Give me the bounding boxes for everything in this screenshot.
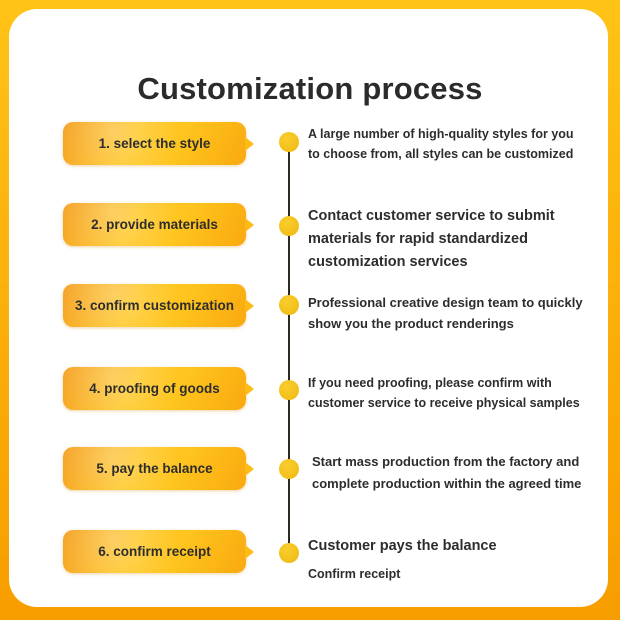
step-button-2: 2. provide materials (63, 203, 254, 246)
step-description-line: Customer pays the balance (308, 538, 497, 554)
step-description-line: complete production within the agreed ti… (312, 476, 582, 491)
step-button-3: 3. confirm customization (63, 284, 254, 327)
step-description-1: A large number of high-quality styles fo… (308, 124, 574, 164)
step-description-2: Contact customer service to submit mater… (308, 205, 555, 274)
timeline-dot (279, 459, 299, 479)
timeline-dot (279, 216, 299, 236)
step-description-subline: Confirm receipt (308, 567, 401, 581)
pointer-icon (245, 544, 254, 559)
pointer-icon (245, 298, 254, 313)
step-description-5: Start mass production from the factory a… (312, 451, 581, 495)
timeline-dot (279, 380, 299, 400)
step-description-line: customer service to receive physical sam… (308, 396, 580, 410)
step-label: 2. provide materials (91, 217, 218, 232)
step-description-6: Customer pays the balance Confirm receip… (308, 535, 497, 585)
pointer-icon (245, 217, 254, 232)
step-description-line: Start mass production from the factory a… (312, 454, 580, 469)
step-label: 4. proofing of goods (89, 381, 220, 396)
step-button-5: 5. pay the balance (63, 447, 254, 490)
step-description-4: If you need proofing, please confirm wit… (308, 373, 580, 413)
timeline-dot (279, 295, 299, 315)
step-button-4: 4. proofing of goods (63, 367, 254, 410)
page-title: Customization process (137, 70, 483, 106)
step-description-line: A large number of high-quality styles fo… (308, 127, 574, 141)
step-description-line: to choose from, all styles can be custom… (308, 147, 574, 161)
step-description-line: If you need proofing, please confirm wit… (308, 376, 552, 390)
step-description-3: Professional creative design team to qui… (308, 292, 583, 334)
step-label: 6. confirm receipt (98, 544, 211, 559)
timeline-dot (279, 132, 299, 152)
step-button-1: 1. select the style (63, 122, 254, 165)
step-description-line: show you the product renderings (308, 316, 514, 331)
pointer-icon (245, 136, 254, 151)
step-button-6: 6. confirm receipt (63, 530, 254, 573)
timeline-line (288, 142, 290, 553)
step-description-line: Professional creative design team to qui… (308, 295, 583, 310)
step-label: 5. pay the balance (96, 461, 213, 476)
step-description-line: Contact customer service to submit (308, 208, 555, 224)
step-label: 3. confirm customization (74, 298, 235, 313)
timeline-dot (279, 543, 299, 563)
step-label: 1. select the style (98, 136, 211, 151)
step-description-line: materials for rapid standardized (308, 231, 528, 247)
step-description-line: customization services (308, 254, 468, 270)
pointer-icon (245, 461, 254, 476)
pointer-icon (245, 381, 254, 396)
